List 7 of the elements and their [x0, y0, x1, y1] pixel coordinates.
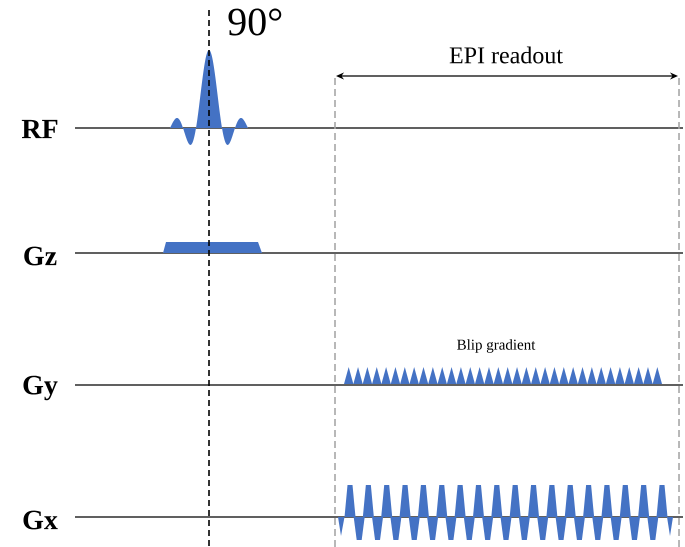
waveform-label: Blip gradient: [457, 339, 536, 353]
row-label: Gz: [24, 246, 56, 266]
row-label: Gx: [23, 510, 58, 530]
dimension-label: EPI readout: [450, 46, 563, 64]
flip-angle-label: 90°: [228, 8, 282, 36]
row-label: Gy: [23, 376, 58, 400]
row-label: RF: [22, 120, 58, 138]
